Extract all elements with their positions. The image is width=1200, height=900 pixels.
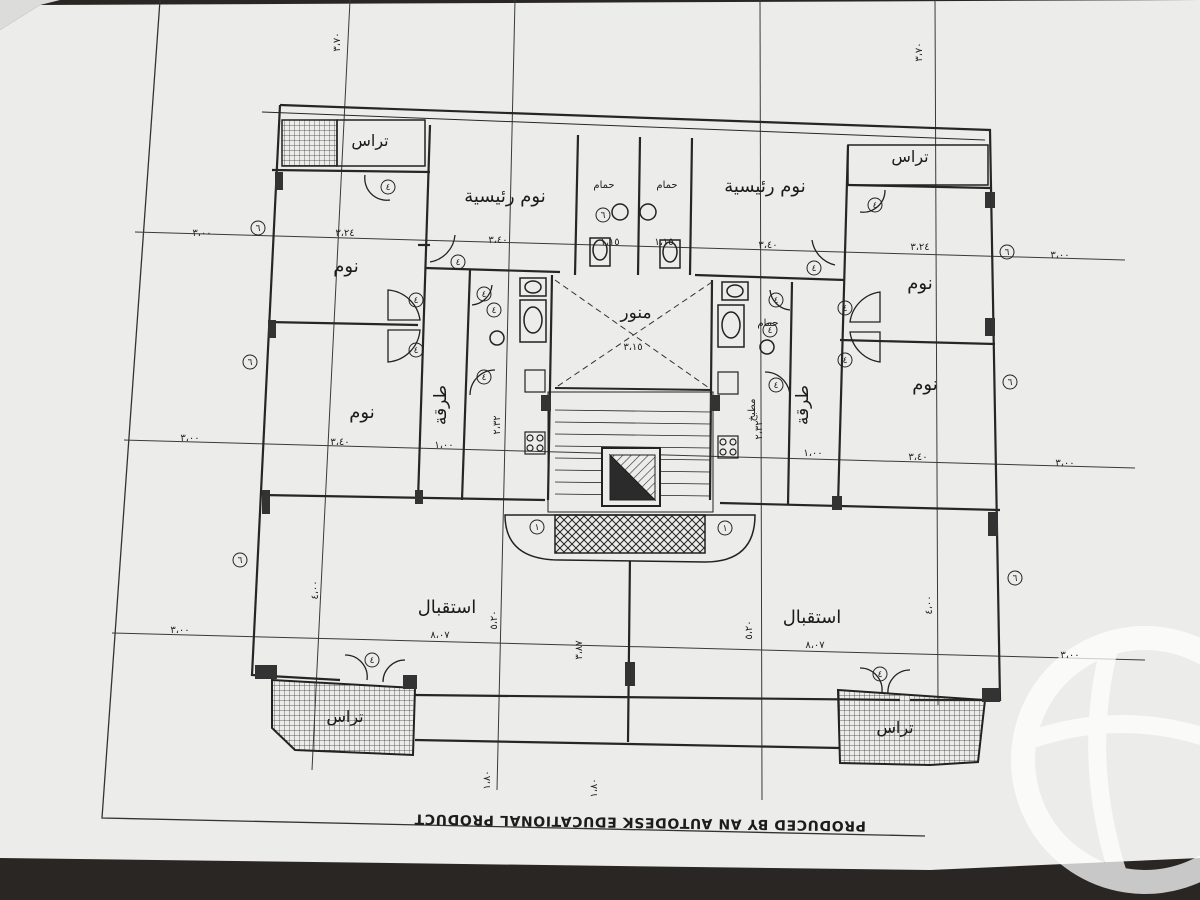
axis-lines-vertical bbox=[311, 0, 939, 801]
dimension-label: ٣،٧٠ bbox=[914, 42, 925, 61]
window-tag-labels: ٦ ٦ ٦ ٦ ٦ ٦ ٦ bbox=[238, 211, 1018, 584]
door-tag: ٤ bbox=[482, 373, 487, 383]
room-labels: تراس تراس تراس تراس نوم رئيسية نوم رئيسي… bbox=[326, 131, 937, 738]
door-tag-labels: ٤ ٤ ٤ ٤ ٤ ٤ ٤ ٤ ٤ ٤ ٤ ٤ ٤ ٤ ٤ ٤ ١ ١ bbox=[370, 183, 883, 680]
dimension-label: ٣،٤٠ bbox=[488, 235, 507, 246]
door-tag: ١ bbox=[723, 524, 728, 534]
room-label-light-well: منور bbox=[619, 303, 651, 323]
dimension-label: ١،٨٠ bbox=[589, 778, 600, 797]
dimension-label: ٨،٠٧ bbox=[430, 630, 450, 641]
dimension-label: ٤،٠٠ bbox=[310, 580, 321, 599]
door-tags bbox=[364, 179, 888, 682]
elevator-lobby-floor bbox=[554, 514, 706, 554]
dimension-label: ٣،٠٠ bbox=[170, 625, 189, 636]
kitchen-fixtures bbox=[524, 369, 739, 459]
dimension-label: ٣،٠٠ bbox=[192, 228, 211, 239]
watermark-globe-icon bbox=[1011, 626, 1200, 894]
door-tag: ٤ bbox=[843, 356, 848, 366]
room-label-bathroom: حمام bbox=[656, 180, 677, 191]
door-tag: ٤ bbox=[878, 670, 883, 680]
dimension-label: ٥،٢٠ bbox=[744, 620, 755, 639]
room-label-reception: استقبال bbox=[783, 607, 842, 628]
door-tag: ٤ bbox=[812, 264, 817, 274]
room-label-bedroom: نوم bbox=[907, 273, 932, 294]
dimension-label: ٨،٠٧ bbox=[805, 640, 825, 651]
dimension-labels: ٣،٠٠ ٣،٠٠ ٣،٠٠ ٣،٠٠ ٣،٠٠ ٣،٠٠ ٣،٧٠ ٣،٧٠ … bbox=[170, 32, 1079, 797]
room-label-bedroom: نوم bbox=[333, 256, 358, 277]
light-well-wall bbox=[554, 387, 713, 391]
light-well-cross bbox=[554, 279, 713, 391]
room-label-terrace: تراس bbox=[876, 718, 913, 738]
door-tag: ٤ bbox=[482, 290, 487, 300]
room-label-kitchen: مطبخ bbox=[747, 398, 758, 421]
dimension-label: ٣،٨٧ bbox=[574, 640, 585, 660]
door-tag: ٤ bbox=[774, 381, 779, 391]
door-tag: ٤ bbox=[768, 326, 773, 336]
paper-sheet bbox=[0, 0, 1200, 870]
room-label-corridor: طرقة bbox=[431, 385, 451, 425]
window-tag: ٦ bbox=[601, 211, 606, 221]
room-label-bathroom: حمام bbox=[593, 180, 614, 191]
dimension-label: ٣،٠٠ bbox=[1055, 458, 1074, 469]
dimension-label: ٣،٤٠ bbox=[758, 240, 777, 251]
room-label-terrace: تراس bbox=[326, 707, 363, 727]
dimension-label: ٣،٤٠ bbox=[908, 452, 927, 463]
dimension-label: ٣،٤٠ bbox=[330, 437, 349, 448]
dimension-label: ١،٠٠ bbox=[434, 440, 453, 451]
dimension-label: ٢،٣٢ bbox=[754, 420, 765, 439]
room-label-reception: استقبال bbox=[418, 597, 477, 618]
dimension-label: ٣،٠٠ bbox=[1060, 650, 1079, 661]
room-label-bathroom: حمام bbox=[757, 318, 778, 329]
building-walls bbox=[250, 103, 1002, 750]
dimension-label: ٣،٢٤ bbox=[910, 242, 929, 253]
toilet-fixtures bbox=[489, 203, 775, 355]
columns bbox=[255, 172, 1000, 702]
dimension-label: ٣،٧٠ bbox=[332, 32, 343, 51]
door-tag: ٤ bbox=[492, 306, 497, 316]
door-tag: ٤ bbox=[843, 304, 848, 314]
dimension-label: ٤،٠٠ bbox=[924, 595, 935, 614]
window-tag: ٦ bbox=[1005, 248, 1010, 258]
dimension-label: ٢،٣٢ bbox=[492, 415, 503, 434]
window-tag: ٦ bbox=[256, 224, 261, 234]
door-tag: ٤ bbox=[386, 183, 391, 193]
paper-shadow-edge bbox=[0, 0, 60, 30]
dimension-label: ٣،١٥ bbox=[623, 342, 642, 353]
door-tag: ٤ bbox=[414, 296, 419, 306]
window-tag: ٦ bbox=[1013, 574, 1018, 584]
room-label-master-bedroom: نوم رئيسية bbox=[464, 186, 545, 207]
door-tag: ١ bbox=[535, 523, 540, 533]
door-tag: ٤ bbox=[873, 201, 878, 211]
room-label-corridor: طرقة bbox=[793, 385, 813, 425]
door-tag: ٤ bbox=[370, 656, 375, 666]
room-label-master-bedroom: نوم رئيسية bbox=[724, 176, 805, 197]
window-tags bbox=[232, 207, 1023, 586]
door-tag: ٤ bbox=[456, 258, 461, 268]
terraces bbox=[271, 119, 989, 767]
room-label-terrace: تراس bbox=[891, 147, 928, 167]
drawing-frame bbox=[101, 0, 926, 837]
door-swings bbox=[344, 174, 911, 695]
window-tag: ٦ bbox=[1008, 378, 1013, 388]
dimension-label: ٣،٠٠ bbox=[180, 433, 199, 444]
autodesk-watermark-text: PRODUCED BY AN AUTODESK EDUCATIONAL PROD… bbox=[414, 810, 866, 833]
room-label-bedroom: نوم bbox=[912, 374, 937, 395]
dimension-label: ٥،٢٠ bbox=[489, 610, 500, 629]
dimension-label: ١،١٥ bbox=[654, 237, 673, 248]
dimension-label: ١،١٥ bbox=[600, 237, 619, 248]
door-tag: ٤ bbox=[774, 296, 779, 306]
window-tag: ٦ bbox=[238, 556, 243, 566]
window-tag: ٦ bbox=[248, 358, 253, 368]
dimension-label: ٣،٢٤ bbox=[335, 228, 354, 239]
staircase bbox=[547, 391, 714, 513]
room-label-terrace: تراس bbox=[351, 131, 388, 151]
dimension-label: ١،٠٠ bbox=[803, 448, 822, 459]
dimension-label: ١،٨٠ bbox=[482, 770, 493, 789]
door-tag: ٤ bbox=[414, 346, 419, 356]
dimension-label: ٣،٠٠ bbox=[1050, 250, 1069, 261]
room-label-bedroom: نوم bbox=[349, 402, 374, 423]
